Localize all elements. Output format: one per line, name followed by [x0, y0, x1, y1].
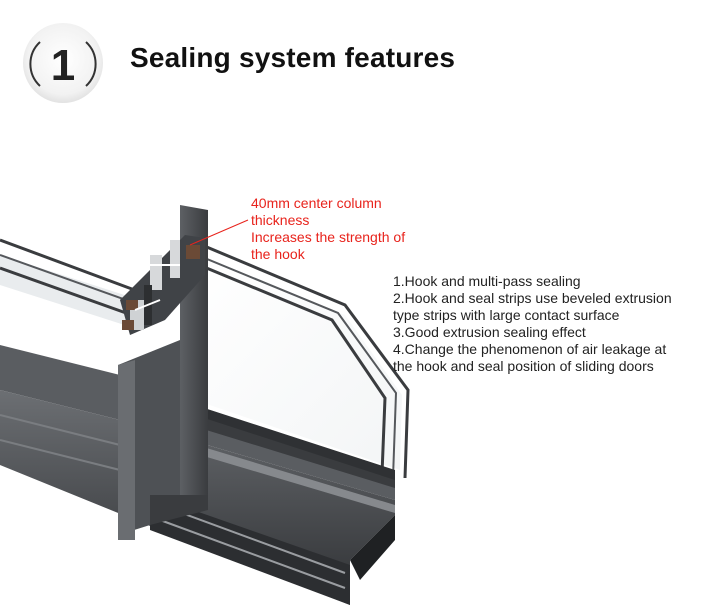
feature-list: 1.Hook and multi-pass sealing 2.Hook and… — [393, 273, 713, 375]
page-title: Sealing system features — [130, 42, 456, 73]
callout-line: thickness — [251, 212, 310, 228]
feature-line: 2.Hook and seal strips use beveled extru… — [393, 290, 672, 306]
step-number-badge: 1 — [23, 23, 103, 103]
feature-line: 4.Change the phenomenon of air leakage a… — [393, 341, 667, 357]
callout-line: the hook — [251, 246, 305, 262]
seal-strip-top — [186, 245, 200, 259]
page-header: 1 Sealing system features — [0, 0, 720, 130]
right-glass-panel — [189, 238, 410, 479]
seal-strip-bottom — [122, 320, 134, 330]
callout-line: Increases the strength of — [251, 229, 406, 245]
callout-leader-line — [189, 219, 249, 246]
badge-number: 1 — [51, 41, 75, 90]
feature-line: the hook and seal position of sliding do… — [393, 358, 654, 374]
feature-line: 3.Good extrusion sealing effect — [393, 324, 586, 340]
callout-line: 40mm center column — [251, 195, 382, 211]
feature-line: type strips with large contact surface — [393, 307, 620, 323]
center-column-callout: 40mm center column thickness Increases t… — [251, 195, 451, 263]
seal-strip-left — [126, 300, 138, 310]
profile-cross-section — [120, 235, 205, 335]
left-glass-panel — [0, 238, 141, 330]
feature-line: 1.Hook and multi-pass sealing — [393, 273, 581, 289]
